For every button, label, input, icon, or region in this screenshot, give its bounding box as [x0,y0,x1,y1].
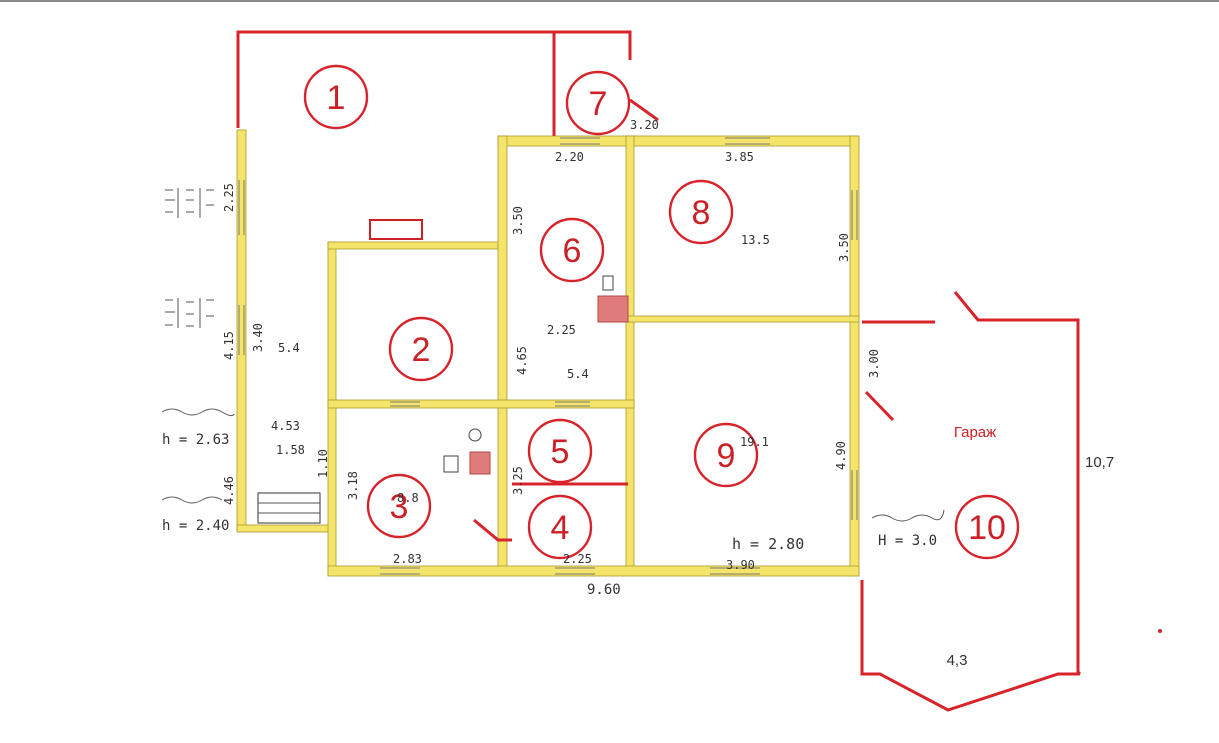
room-label-9: 9 [717,437,736,475]
wall-right [849,135,860,577]
room-label-8: 8 [692,194,711,232]
room-label-1: 1 [327,79,346,117]
dim-room3-bottom: 2.83 [393,552,422,566]
area-room6: 5.4 [567,367,589,381]
annotation-lines [236,30,1082,712]
wall-8-9 [625,315,860,323]
dim-room8-top: 3.85 [725,150,754,164]
wall-left-outer [236,129,247,531]
wall-2-3 [327,399,635,409]
area-room1: 5.4 [278,341,300,355]
cooker-icon [443,455,459,473]
dim-left-a: 2.25 [222,183,236,212]
room-label-6: 6 [563,232,582,270]
chimney-outline [369,219,423,240]
area-room9: 19.1 [740,435,769,449]
dim-room9-side: 4.90 [834,441,848,470]
garage-length: 10,7 [1085,454,1114,471]
sink-icon [602,275,614,291]
dim-room6-left: 4.65 [515,346,529,375]
boiler-icon [468,428,482,442]
dim-overall-bottom: 9.60 [587,582,621,598]
dim-left-c: 3.40 [251,323,265,352]
stove-icon [469,451,491,475]
dim-room6-top: 2.20 [555,150,584,164]
dim-room6-mid: 2.25 [547,323,576,337]
room-label-10: 10 [968,509,1006,547]
dim-room10-h: H = 3.0 [878,533,937,549]
wall-mid [625,135,635,569]
dim-room9-height: h = 2.80 [732,535,804,553]
steps [257,492,321,524]
dim-room4-side: 3.25 [511,466,525,495]
dim-left-f: 1.10 [316,449,330,478]
wall-top [497,135,860,147]
wall-bottom [327,565,860,577]
room-label-5: 5 [551,433,570,471]
dim-room6-side: 3.50 [511,206,525,235]
area-room3: 8.8 [397,491,419,505]
margin-stamps [161,188,945,522]
wall-veranda-bottom [236,524,330,533]
garage-width: 4,3 [947,652,968,669]
top-border [0,0,1219,2]
wall-room2-top [327,241,501,250]
wall-room6-left [497,135,508,569]
dim-left-d: 4.53 [271,419,300,433]
dim-left-b: 4.15 [222,331,236,360]
room-label-2: 2 [412,331,431,369]
dim-left-g: 4.46 [222,476,236,505]
wall-house-left [327,241,337,576]
dim-room8-side: 3.50 [837,233,851,262]
walls [236,129,860,577]
stove-icon [597,295,629,323]
dim-room4-bottom: 2.25 [563,552,592,566]
dot-marker [1158,629,1162,633]
dim-left-h2: h = 2.40 [162,518,229,534]
dim-room7: 3.20 [630,118,659,132]
dim-room9-bottom: 3.90 [726,558,755,572]
dim-room9-side-top: 3.00 [867,349,881,378]
room-circles [303,64,1020,560]
dim-room3-side: 3.18 [346,471,360,500]
dim-left-h1: h = 2.63 [162,432,229,448]
room-label-4: 4 [551,509,570,547]
dim-left-e: 1.58 [276,443,305,457]
area-room8: 13.5 [741,233,770,247]
room-label-3: 3 [390,488,409,526]
windows [238,137,858,575]
garage-label: Гараж [954,424,996,441]
room-label-7: 7 [589,85,608,123]
